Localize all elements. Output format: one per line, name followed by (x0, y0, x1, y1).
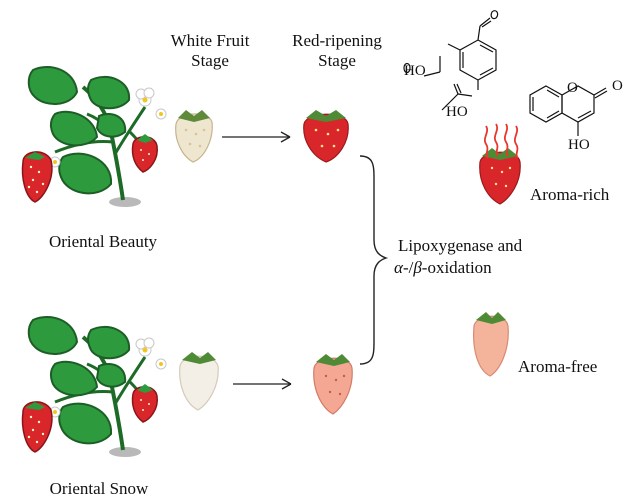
arrow-bottom (233, 378, 292, 390)
white-fruit-stage-title-1: White Fruit (170, 31, 250, 50)
curly-brace (359, 155, 389, 365)
outcome-aroma-free: Aroma-free (518, 357, 598, 376)
process-label-line1: Lipoxygenase and (398, 236, 523, 255)
berry-aroma-free (473, 312, 509, 377)
arrow-top (222, 131, 291, 143)
molecule-hydroxycoumarin (529, 85, 608, 136)
berry-aroma-rich (479, 148, 521, 205)
berry-red-stage-snow (313, 354, 353, 415)
molecule-label-carbonyl-o: O (612, 78, 623, 94)
molecule-vanillin-derivative (403, 10, 499, 111)
berry-white-stage-snow (179, 352, 219, 411)
molecule-label-ring-o: O (567, 80, 578, 96)
berry-white-stage-beauty (175, 110, 213, 163)
molecule-label-ho-top: HO (404, 63, 426, 79)
process-label-line2: α-/β-oxidation (394, 258, 492, 278)
process-separator: -/ (402, 258, 414, 277)
plant-oriental-beauty (20, 64, 168, 210)
white-fruit-stage-title-2: Stage (191, 51, 229, 70)
variety-label-oriental-snow: Oriental Snow (49, 479, 149, 498)
molecule-label-ho-carbonate: HO (446, 104, 468, 120)
molecule-label-ho-coumarin: HO (568, 137, 590, 153)
variety-label-oriental-beauty: Oriental Beauty (48, 232, 158, 251)
process-beta: β (413, 258, 422, 277)
berry-red-stage-beauty (303, 110, 349, 163)
process-alpha: α (394, 258, 403, 277)
red-ripening-stage-title-1: Red-ripening (292, 31, 382, 50)
plant-oriental-snow (20, 314, 168, 459)
aroma-lines (483, 123, 519, 159)
process-suffix: -oxidation (421, 258, 492, 277)
red-ripening-stage-title-2: Stage (318, 51, 356, 70)
outcome-aroma-rich: Aroma-rich (530, 185, 610, 204)
